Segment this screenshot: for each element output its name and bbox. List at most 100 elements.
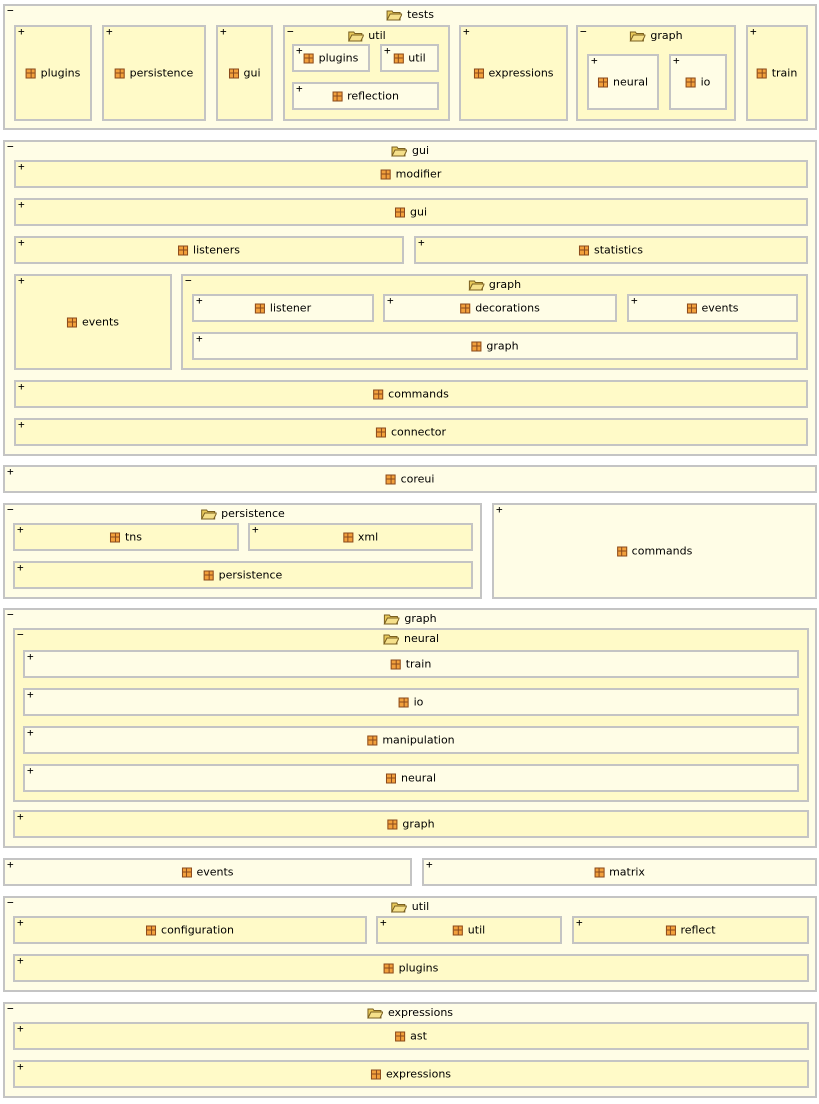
- collapse-toggle[interactable]: −: [17, 628, 24, 641]
- expand-toggle[interactable]: +: [7, 858, 14, 871]
- expand-toggle[interactable]: +: [220, 25, 227, 38]
- expand-toggle[interactable]: +: [7, 465, 14, 478]
- expand-toggle[interactable]: +: [576, 916, 583, 929]
- expand-toggle[interactable]: +: [27, 764, 34, 777]
- expand-toggle[interactable]: +: [106, 25, 113, 38]
- package-util-plugins[interactable]: + plugins: [13, 954, 809, 982]
- expand-toggle[interactable]: +: [380, 916, 387, 929]
- expand-toggle[interactable]: +: [18, 236, 25, 249]
- collapse-toggle[interactable]: −: [7, 503, 14, 516]
- package-tests-graph[interactable]: − graph + neural + io: [576, 25, 736, 121]
- package-util-util[interactable]: + util: [376, 916, 562, 944]
- expand-toggle[interactable]: +: [591, 54, 598, 67]
- package-graph-graph[interactable]: + graph: [13, 810, 809, 838]
- expand-toggle[interactable]: +: [17, 1022, 24, 1035]
- collapse-toggle[interactable]: −: [7, 140, 14, 153]
- package-graph-neural-neural[interactable]: + neural: [23, 764, 799, 792]
- package-util[interactable]: − util + configuration + util + reflect …: [3, 896, 817, 992]
- package-tests-graph-io[interactable]: + io: [669, 54, 727, 110]
- expand-toggle[interactable]: +: [27, 726, 34, 739]
- package-persistence-xml[interactable]: + xml: [248, 523, 473, 551]
- package-commands[interactable]: + commands: [492, 503, 817, 599]
- expand-toggle[interactable]: +: [18, 160, 25, 173]
- collapse-toggle[interactable]: −: [7, 4, 14, 17]
- expand-toggle[interactable]: +: [463, 25, 470, 38]
- collapse-toggle[interactable]: −: [7, 1002, 14, 1015]
- expand-toggle[interactable]: +: [17, 1060, 24, 1073]
- package-gui-graph-decorations[interactable]: + decorations: [383, 294, 617, 322]
- package-gui-graph-graph[interactable]: + graph: [192, 332, 798, 360]
- package-tests-plugins[interactable]: + plugins: [14, 25, 92, 121]
- expand-toggle[interactable]: +: [384, 44, 391, 57]
- package-gui-statistics[interactable]: + statistics: [414, 236, 808, 264]
- package-gui-modifier[interactable]: + modifier: [14, 160, 808, 188]
- expand-toggle[interactable]: +: [27, 650, 34, 663]
- package-matrix[interactable]: + matrix: [422, 858, 817, 886]
- package-gui-graph-listener[interactable]: + listener: [192, 294, 374, 322]
- package-tests[interactable]: − tests + plugins + persistence + gui − …: [3, 4, 817, 130]
- package-graph-neural-train[interactable]: + train: [23, 650, 799, 678]
- package-persistence-persistence[interactable]: + persistence: [13, 561, 473, 589]
- package-tests-expressions[interactable]: + expressions: [459, 25, 568, 121]
- expand-toggle[interactable]: +: [750, 25, 757, 38]
- expand-toggle[interactable]: +: [17, 954, 24, 967]
- package-persistence-tns[interactable]: + tns: [13, 523, 239, 551]
- expand-toggle[interactable]: +: [426, 858, 433, 871]
- package-gui[interactable]: − gui + modifier + gui + listeners + sta…: [3, 140, 817, 456]
- expand-toggle[interactable]: +: [196, 294, 203, 307]
- package-gui-commands[interactable]: + commands: [14, 380, 808, 408]
- package-expressions[interactable]: − expressions + ast + expressions: [3, 1002, 817, 1098]
- package-graph-neural[interactable]: − neural + train + io + manipulation + n…: [13, 628, 809, 802]
- expand-toggle[interactable]: +: [418, 236, 425, 249]
- expand-toggle[interactable]: +: [18, 380, 25, 393]
- package-util-reflect[interactable]: + reflect: [572, 916, 809, 944]
- expand-toggle[interactable]: +: [387, 294, 394, 307]
- package-expressions-expressions[interactable]: + expressions: [13, 1060, 809, 1088]
- expand-toggle[interactable]: +: [27, 688, 34, 701]
- expand-toggle[interactable]: +: [18, 418, 25, 431]
- expand-toggle[interactable]: +: [631, 294, 638, 307]
- package-icon: [686, 303, 697, 313]
- expand-toggle[interactable]: +: [18, 198, 25, 211]
- package-util-configuration[interactable]: + configuration: [13, 916, 367, 944]
- package-label: listeners: [193, 243, 240, 257]
- package-persistence[interactable]: − persistence + tns + xml + persistence: [3, 503, 482, 599]
- package-expressions-ast[interactable]: + ast: [13, 1022, 809, 1050]
- collapse-toggle[interactable]: −: [185, 274, 192, 287]
- package-gui-connector[interactable]: + connector: [14, 418, 808, 446]
- expand-toggle[interactable]: +: [17, 523, 24, 536]
- package-tests-util-plugins[interactable]: + plugins: [292, 44, 370, 72]
- package-tests-gui[interactable]: + gui: [216, 25, 273, 121]
- package-gui-events[interactable]: + events: [14, 274, 172, 370]
- package-tests-util-reflection[interactable]: + reflection: [292, 82, 439, 110]
- package-gui-gui[interactable]: + gui: [14, 198, 808, 226]
- package-graph[interactable]: − graph − neural + train + io + manipula…: [3, 608, 817, 848]
- expand-toggle[interactable]: +: [18, 274, 25, 287]
- package-tests-persistence[interactable]: + persistence: [102, 25, 206, 121]
- expand-toggle[interactable]: +: [296, 44, 303, 57]
- collapse-toggle[interactable]: −: [7, 608, 14, 621]
- expand-toggle[interactable]: +: [17, 810, 24, 823]
- package-coreui[interactable]: + coreui: [3, 465, 817, 493]
- expand-toggle[interactable]: +: [17, 561, 24, 574]
- package-events[interactable]: + events: [3, 858, 412, 886]
- package-gui-graph[interactable]: − graph + listener + decorations + event…: [181, 274, 808, 370]
- expand-toggle[interactable]: +: [196, 332, 203, 345]
- collapse-toggle[interactable]: −: [7, 896, 14, 909]
- package-graph-neural-manipulation[interactable]: + manipulation: [23, 726, 799, 754]
- collapse-toggle[interactable]: −: [287, 25, 294, 38]
- expand-toggle[interactable]: +: [296, 82, 303, 95]
- package-gui-graph-events[interactable]: + events: [627, 294, 798, 322]
- expand-toggle[interactable]: +: [18, 25, 25, 38]
- package-tests-graph-neural[interactable]: + neural: [587, 54, 659, 110]
- package-tests-util-util[interactable]: + util: [380, 44, 439, 72]
- package-tests-train[interactable]: + train: [746, 25, 808, 121]
- expand-toggle[interactable]: +: [252, 523, 259, 536]
- collapse-toggle[interactable]: −: [580, 25, 587, 38]
- package-tests-util[interactable]: − util + plugins + util + reflection: [283, 25, 450, 121]
- expand-toggle[interactable]: +: [496, 503, 503, 516]
- package-gui-listeners[interactable]: + listeners: [14, 236, 404, 264]
- package-graph-neural-io[interactable]: + io: [23, 688, 799, 716]
- expand-toggle[interactable]: +: [17, 916, 24, 929]
- expand-toggle[interactable]: +: [673, 54, 680, 67]
